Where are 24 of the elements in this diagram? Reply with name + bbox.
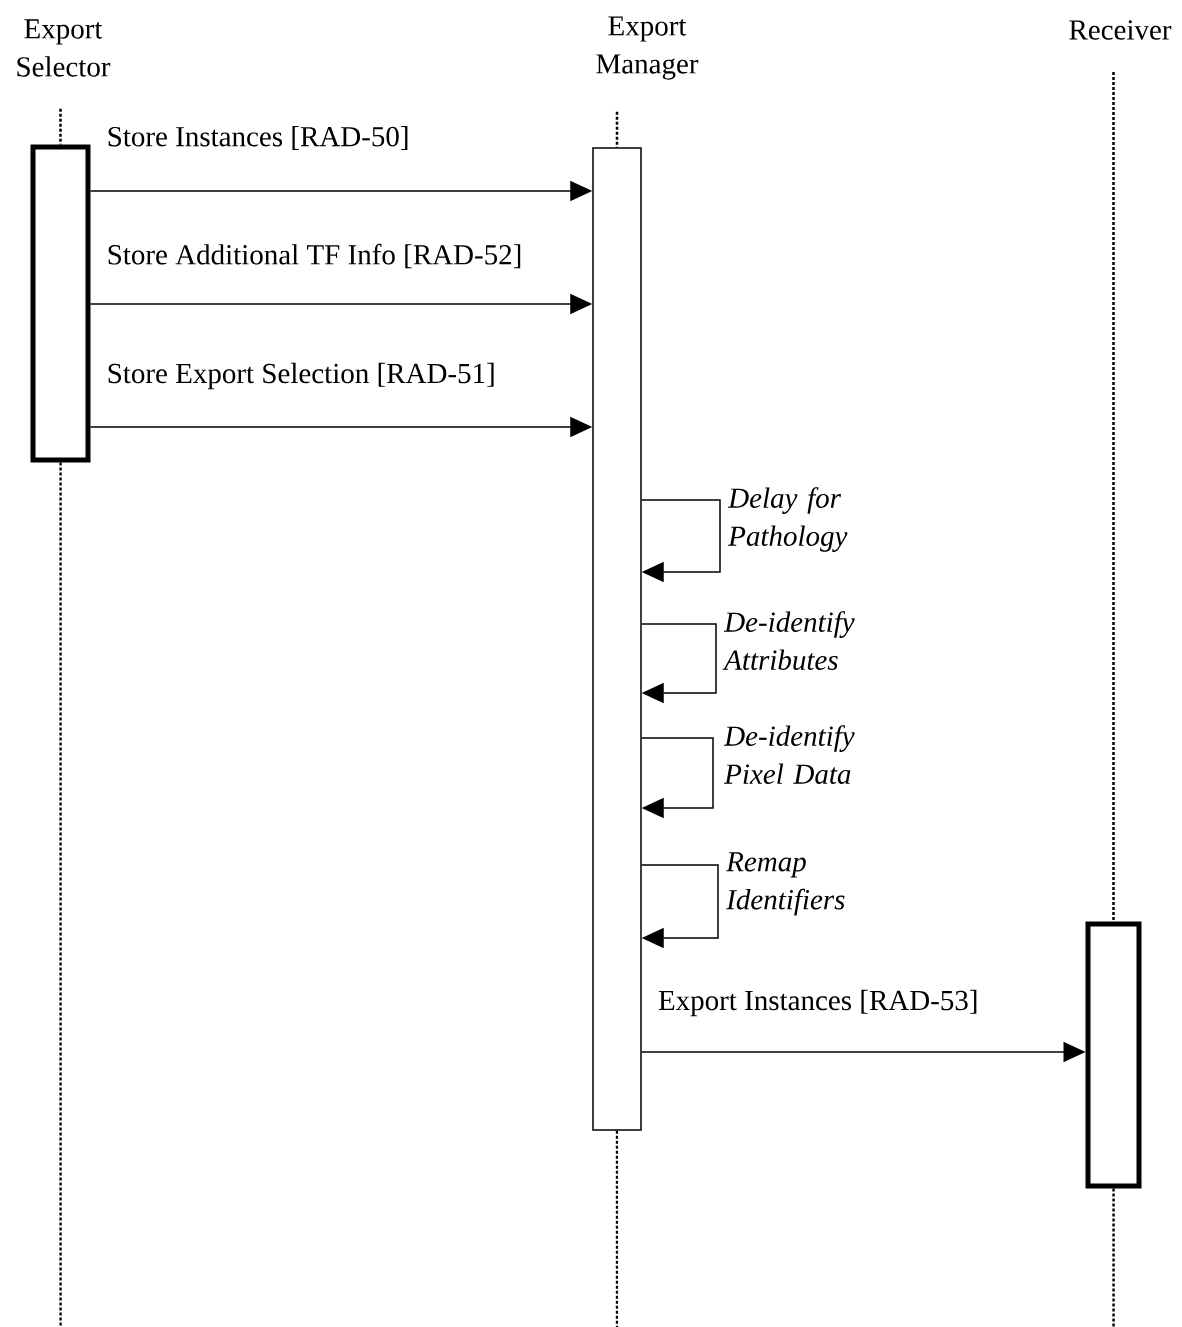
lifeline [1112, 71, 1115, 922]
edge-label: Store Additional TF Info [RAD-52] [105, 242, 524, 270]
lifeline-header: Receiver [1069, 20, 1172, 40]
lifeline-header: Export Manager [596, 16, 699, 80]
activation-bar [30, 144, 91, 463]
edge-label: De-identify Pixel Data [723, 725, 855, 784]
edge-label: Store Export Selection [RAD-51] [105, 361, 497, 391]
lifeline [59, 108, 62, 145]
self-message-arrow [641, 499, 721, 583]
edge-label: Export Instances [RAD-53] [656, 988, 980, 1018]
edge-label: Delay for Pathology [727, 487, 848, 552]
edge-label: De-identify Attributes [722, 611, 855, 670]
lifeline [615, 1130, 619, 1327]
activation-bar [592, 147, 642, 1131]
edge-label: Store Instances [RAD-50] [105, 125, 411, 151]
self-message-arrow [641, 623, 717, 704]
lifeline [1112, 1188, 1115, 1327]
lifeline [59, 462, 62, 1327]
self-message-arrow [641, 737, 714, 819]
lifeline [615, 111, 619, 148]
edge-label: Remap Identifiers [726, 852, 845, 916]
lifeline-header: Export Selector [17, 19, 111, 77]
activation-bar [1085, 921, 1142, 1189]
self-message-arrow [641, 864, 719, 949]
